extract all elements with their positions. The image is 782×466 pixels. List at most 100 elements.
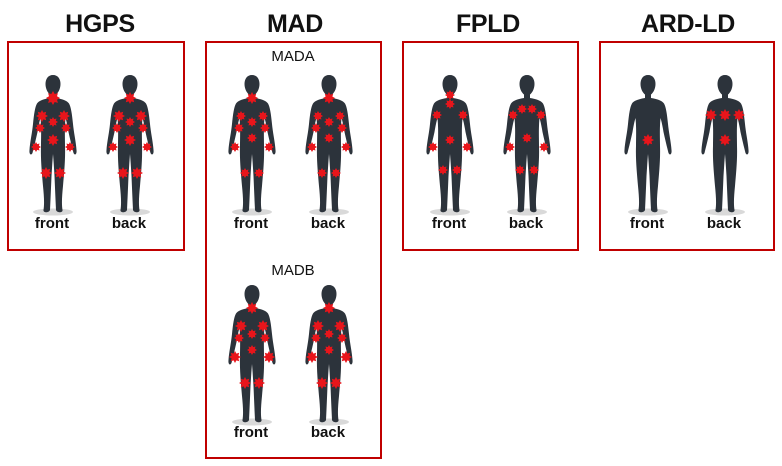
lesion-marker bbox=[117, 167, 129, 179]
lesion-marker bbox=[247, 133, 257, 143]
lesion-marker bbox=[135, 110, 147, 122]
lesion-marker bbox=[138, 123, 148, 133]
panel-title-ard-ld: ARD-LD bbox=[640, 10, 735, 38]
lesion-marker bbox=[445, 90, 455, 100]
lesion-marker bbox=[36, 110, 48, 122]
figure-ard-ld-front bbox=[618, 72, 678, 222]
panel-title-mad: MAD bbox=[266, 10, 324, 38]
label-fpld-front: front bbox=[431, 215, 467, 232]
lesion-marker bbox=[46, 91, 60, 105]
lesion-marker bbox=[247, 345, 257, 355]
label-fpld-back: back bbox=[508, 215, 544, 232]
lesion-marker bbox=[335, 111, 345, 121]
lesion-marker bbox=[324, 117, 334, 127]
lesion-marker bbox=[529, 165, 539, 175]
lesion-marker bbox=[340, 351, 352, 363]
lesion-marker bbox=[253, 377, 265, 389]
human-silhouette-back bbox=[106, 75, 154, 216]
figure-mada-front bbox=[222, 72, 282, 222]
lesion-marker bbox=[306, 351, 318, 363]
lesion-marker bbox=[331, 168, 341, 178]
lesion-marker bbox=[515, 165, 525, 175]
lesion-marker bbox=[428, 142, 438, 152]
panel-box-fpld bbox=[402, 41, 579, 251]
lesion-marker bbox=[247, 117, 257, 127]
lesion-marker bbox=[311, 123, 321, 133]
lesion-marker bbox=[65, 142, 75, 152]
lesion-marker bbox=[539, 142, 549, 152]
lesion-marker bbox=[239, 377, 251, 389]
lesion-marker bbox=[642, 134, 654, 146]
floor-shadow bbox=[507, 208, 547, 216]
lesion-marker bbox=[522, 133, 532, 143]
lesion-marker bbox=[124, 134, 136, 146]
lesion-marker bbox=[260, 123, 270, 133]
figure-hgps-back bbox=[100, 72, 160, 222]
lesion-marker bbox=[324, 329, 334, 339]
human-silhouette-front bbox=[624, 75, 672, 216]
lesion-marker bbox=[54, 167, 66, 179]
human-silhouette-front bbox=[228, 75, 276, 216]
label-madb-front: front bbox=[233, 424, 269, 441]
lesion-marker bbox=[517, 104, 527, 114]
panel-box-ard-ld bbox=[599, 41, 775, 251]
panel-title-fpld: FPLD bbox=[455, 10, 521, 38]
figure-fpld-back bbox=[497, 72, 557, 222]
lesion-marker bbox=[445, 135, 455, 145]
human-silhouette-back bbox=[305, 285, 353, 426]
figure-madb-front bbox=[222, 282, 282, 432]
lesion-marker bbox=[260, 333, 270, 343]
panel-box-mad bbox=[205, 41, 382, 459]
label-hgps-front: front bbox=[34, 215, 70, 232]
label-madb-back: back bbox=[310, 424, 346, 441]
lesion-marker bbox=[108, 142, 118, 152]
lesion-marker bbox=[234, 123, 244, 133]
body-silhouette bbox=[228, 75, 276, 213]
lesion-marker bbox=[246, 302, 258, 314]
lesion-marker bbox=[35, 123, 45, 133]
lesion-marker bbox=[264, 142, 274, 152]
lesion-marker bbox=[258, 111, 268, 121]
subgroup-title-mada: MADA bbox=[271, 48, 315, 65]
lesion-marker bbox=[307, 142, 317, 152]
lesion-marker bbox=[705, 109, 717, 121]
human-silhouette-front bbox=[228, 285, 276, 426]
human-silhouette-front bbox=[29, 75, 77, 216]
figure-fpld-front bbox=[420, 72, 480, 222]
lesion-marker bbox=[142, 142, 152, 152]
lesion-marker bbox=[124, 92, 136, 104]
floor-shadow bbox=[33, 208, 73, 216]
panel-box-hgps bbox=[7, 41, 185, 251]
floor-shadow bbox=[110, 208, 150, 216]
body-silhouette bbox=[503, 75, 551, 213]
floor-shadow bbox=[309, 418, 349, 426]
figure-madb-back bbox=[299, 282, 359, 432]
lesion-marker bbox=[311, 333, 321, 343]
lesion-marker bbox=[719, 134, 731, 146]
figure-mada-back bbox=[299, 72, 359, 222]
lesion-marker bbox=[40, 167, 52, 179]
lesion-marker bbox=[337, 333, 347, 343]
lesion-marker bbox=[462, 142, 472, 152]
floor-shadow bbox=[705, 208, 745, 216]
human-silhouette-back bbox=[503, 75, 551, 216]
lesion-marker bbox=[438, 165, 448, 175]
lesion-marker bbox=[719, 109, 731, 121]
lesion-marker bbox=[733, 109, 745, 121]
lesion-marker bbox=[263, 351, 275, 363]
panel-title-hgps: HGPS bbox=[65, 10, 135, 38]
label-mada-back: back bbox=[310, 215, 346, 232]
lesion-marker bbox=[247, 329, 257, 339]
lesion-marker bbox=[508, 110, 518, 120]
lesion-marker bbox=[313, 111, 323, 121]
lesion-marker bbox=[452, 165, 462, 175]
lesion-marker bbox=[337, 123, 347, 133]
human-silhouette-front bbox=[426, 75, 474, 216]
lesion-marker bbox=[445, 99, 455, 109]
lesion-marker bbox=[323, 92, 335, 104]
body-silhouette bbox=[305, 75, 353, 213]
lesion-marker bbox=[257, 320, 269, 332]
lesion-marker bbox=[235, 320, 247, 332]
lesion-marker bbox=[505, 142, 515, 152]
lesion-marker bbox=[125, 117, 135, 127]
